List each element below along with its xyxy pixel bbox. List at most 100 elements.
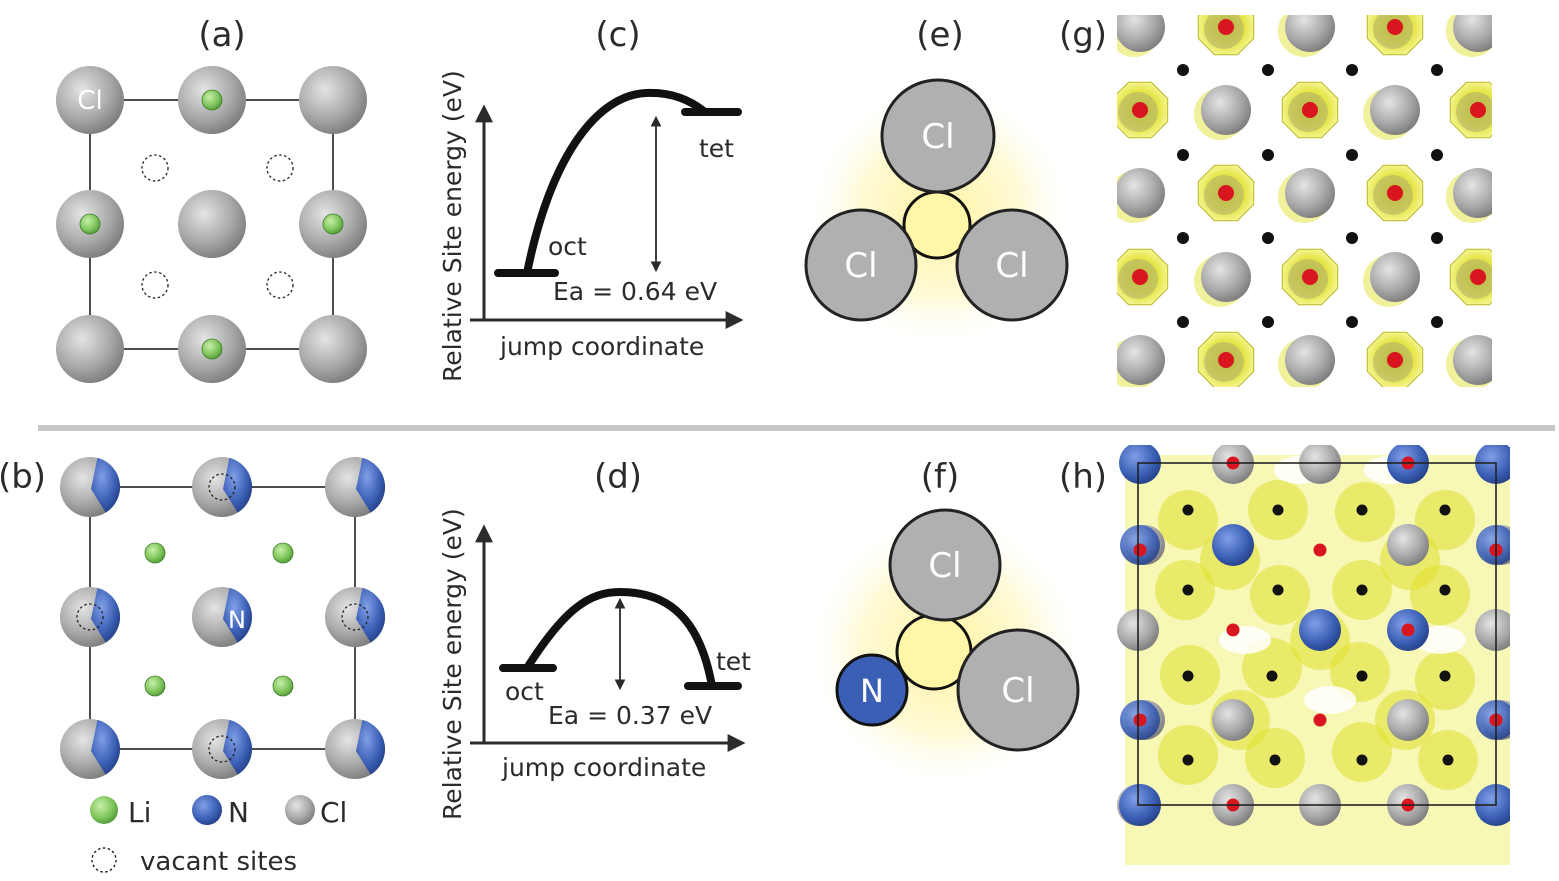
d-oct-label: oct	[505, 677, 544, 706]
red-site-marker	[1218, 352, 1234, 368]
li-atom	[201, 338, 223, 360]
f-cl-label-right: Cl	[1001, 671, 1034, 711]
n-partial-occupancy	[223, 719, 253, 775]
red-site-marker	[1387, 185, 1403, 201]
panel-h: (h)	[1059, 445, 1510, 865]
black-site-marker	[1431, 316, 1443, 328]
cl-atom	[1201, 85, 1251, 135]
cl-atom	[1117, 168, 1165, 218]
cl-atom	[1212, 699, 1254, 741]
black-site-marker	[1442, 754, 1454, 766]
legend-cl-label: Cl	[320, 796, 347, 829]
black-site-marker	[1431, 232, 1443, 244]
c-x-axis-label: jump coordinate	[499, 332, 704, 361]
black-site-marker	[1182, 754, 1194, 766]
legend-vacant-swatch	[91, 847, 117, 873]
cl-atom	[56, 66, 124, 134]
panel-b: (b) N	[0, 457, 386, 779]
red-site-marker	[1218, 185, 1234, 201]
d-energy-curve	[523, 587, 716, 690]
cl-atom-label-a: Cl	[77, 86, 102, 116]
unit-cell-h	[1137, 462, 1497, 806]
black-site-marker	[1346, 149, 1358, 161]
panel-g: (g)	[1059, 15, 1492, 387]
black-site-marker	[1439, 584, 1451, 596]
black-site-marker	[1346, 232, 1358, 244]
black-site-marker	[1182, 584, 1194, 596]
cl-atom	[1299, 445, 1341, 484]
li-atom	[272, 675, 294, 697]
black-site-marker	[1431, 149, 1443, 161]
c-tet-label: tet	[699, 134, 734, 163]
red-site-marker	[1302, 102, 1318, 118]
red-site-marker	[1470, 102, 1486, 118]
black-site-marker	[1262, 232, 1274, 244]
f-n-atom	[835, 653, 909, 727]
n-atom	[1119, 445, 1161, 484]
cl-atom	[1285, 168, 1335, 218]
cl-atom	[1370, 252, 1420, 302]
cl-atom	[1201, 252, 1251, 302]
cl-atom	[299, 315, 367, 383]
cl-atom	[1475, 609, 1510, 651]
d-tet-label: tet	[716, 647, 751, 676]
li-atom	[79, 213, 101, 235]
cl-atom	[1285, 15, 1335, 52]
panel-g-label: (g)	[1059, 15, 1107, 55]
red-site-marker	[1313, 713, 1327, 727]
black-site-marker	[1356, 754, 1368, 766]
red-site-marker	[1470, 269, 1486, 285]
li-atom	[272, 542, 294, 564]
e-cl-atom-top	[880, 78, 996, 194]
density-isosurface	[1415, 490, 1475, 550]
black-site-marker	[1269, 754, 1281, 766]
legend: Li N Cl vacant sites	[90, 795, 347, 877]
e-cl-atom-right	[955, 208, 1069, 322]
vacant-site	[266, 154, 294, 182]
n-partial-occupancy	[223, 587, 253, 643]
d-ea-label: Ea = 0.37 eV	[548, 701, 712, 730]
panel-c: (c) Relative Site energy (eV) jump coord…	[438, 15, 744, 382]
vacant-site	[266, 271, 294, 299]
cl-atom	[1387, 699, 1429, 741]
panel-h-label: (h)	[1059, 457, 1107, 497]
vacant-site	[341, 603, 369, 631]
li-atom	[322, 213, 344, 235]
black-site-marker	[1262, 316, 1274, 328]
black-site-marker	[1439, 670, 1451, 682]
cl-atom	[1453, 15, 1492, 52]
panel-f-label: (f)	[921, 457, 960, 497]
cl-atom	[56, 315, 124, 383]
red-site-marker	[1132, 269, 1148, 285]
black-site-marker	[1439, 504, 1451, 516]
n-partial-occupancy	[91, 587, 121, 643]
panel-d-label: (d)	[594, 457, 642, 497]
cl-atom	[1453, 335, 1492, 385]
n-partial-occupancy	[91, 719, 121, 775]
e-cl-label-right: Cl	[995, 246, 1028, 286]
f-cl-atom-top	[888, 508, 1002, 622]
red-site-marker	[1302, 269, 1318, 285]
cl-atom	[299, 66, 367, 134]
cl-atom	[1117, 335, 1165, 385]
legend-vacant-label: vacant sites	[140, 847, 297, 877]
red-site-marker	[1313, 543, 1327, 557]
black-site-marker	[1266, 670, 1278, 682]
black-site-marker	[1182, 670, 1194, 682]
panel-a-label: (a)	[198, 15, 245, 55]
legend-li-label: Li	[128, 796, 151, 829]
e-cl-atom-left	[804, 208, 918, 322]
panel-e-label: (e)	[916, 15, 963, 55]
red-site-marker	[1218, 19, 1234, 35]
li-atom	[144, 675, 166, 697]
red-site-marker	[1387, 19, 1403, 35]
red-site-marker	[1132, 102, 1148, 118]
n-partial-occupancy	[91, 457, 121, 513]
black-site-marker	[1272, 504, 1284, 516]
panel-f: (f) Cl N Cl	[805, 457, 1085, 790]
f-cl-label-top: Cl	[928, 546, 961, 586]
vacant-site	[141, 271, 169, 299]
black-site-marker	[1356, 670, 1368, 682]
red-site-marker	[1226, 623, 1240, 637]
black-site-marker	[1356, 584, 1368, 596]
